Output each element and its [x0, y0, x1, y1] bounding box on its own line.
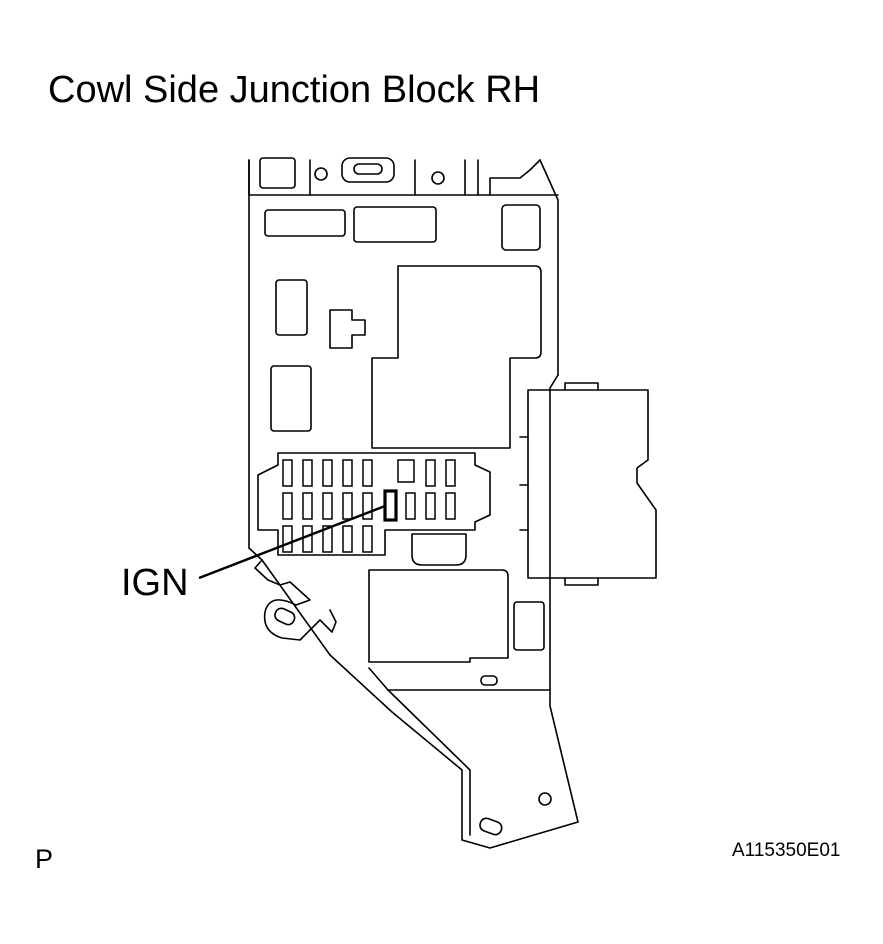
- left-relay-1: [275, 279, 308, 336]
- top-divider-right: [464, 159, 479, 196]
- fuse: [322, 525, 333, 553]
- bracket-lower-edge: [387, 689, 471, 836]
- fuse: [362, 459, 373, 487]
- fuse: [302, 525, 313, 553]
- ign-label: IGN: [121, 562, 189, 604]
- fuse-block-outline: [257, 452, 491, 556]
- fuse: [322, 459, 333, 487]
- right-connector-ticks: [519, 436, 529, 531]
- fuse: [302, 459, 313, 487]
- left-relay-2: [270, 365, 312, 432]
- junction-block-outline: [248, 159, 579, 849]
- lower-right-relay: [513, 601, 545, 651]
- ign-leader-line: [198, 504, 386, 580]
- main-relay-block: [371, 265, 542, 449]
- fuse: [445, 492, 456, 520]
- fuse: [342, 525, 353, 553]
- fuse: [282, 525, 293, 553]
- fuse: [282, 459, 293, 487]
- fuse-ign-highlight: [383, 489, 398, 522]
- top-tab-right: [489, 159, 541, 196]
- top-slot-inner: [353, 163, 383, 175]
- right-connector: [527, 389, 657, 579]
- fuse: [342, 459, 353, 487]
- upper-relay-3: [501, 204, 541, 251]
- fuse: [342, 492, 353, 520]
- mounting-bracket-left: [254, 559, 337, 641]
- page-letter: P: [35, 844, 54, 874]
- fuse: [445, 459, 456, 487]
- small-relay: [411, 533, 467, 566]
- fuse: [405, 492, 416, 520]
- fuse: [302, 492, 313, 520]
- right-connector-tab: [564, 382, 599, 586]
- fuse: [425, 492, 436, 520]
- top-tab-left: [259, 157, 296, 189]
- top-edge-detail: [248, 159, 559, 196]
- diagram-title: Cowl Side Junction Block RH: [48, 69, 541, 111]
- fuse: [362, 525, 373, 553]
- upper-relay-1: [264, 209, 346, 237]
- top-slot: [341, 157, 395, 183]
- bracket-hole-right: [538, 792, 552, 806]
- top-hole-left: [314, 167, 328, 181]
- bracket-hole-left: [274, 607, 296, 626]
- small-connector: [329, 309, 366, 349]
- junction-block-inner-edge: [368, 667, 551, 691]
- fuse-empty-slot: [397, 459, 415, 483]
- fuse: [322, 492, 333, 520]
- upper-relay-2: [353, 206, 437, 243]
- lower-slot: [480, 675, 498, 686]
- fuse: [425, 459, 436, 487]
- fuse: [362, 492, 373, 520]
- top-hole-right: [431, 171, 445, 185]
- lower-relay-block: [368, 569, 509, 663]
- figure-id: A115350E01: [732, 840, 841, 861]
- bracket-hole-bottom: [479, 817, 503, 836]
- fuse: [282, 492, 293, 520]
